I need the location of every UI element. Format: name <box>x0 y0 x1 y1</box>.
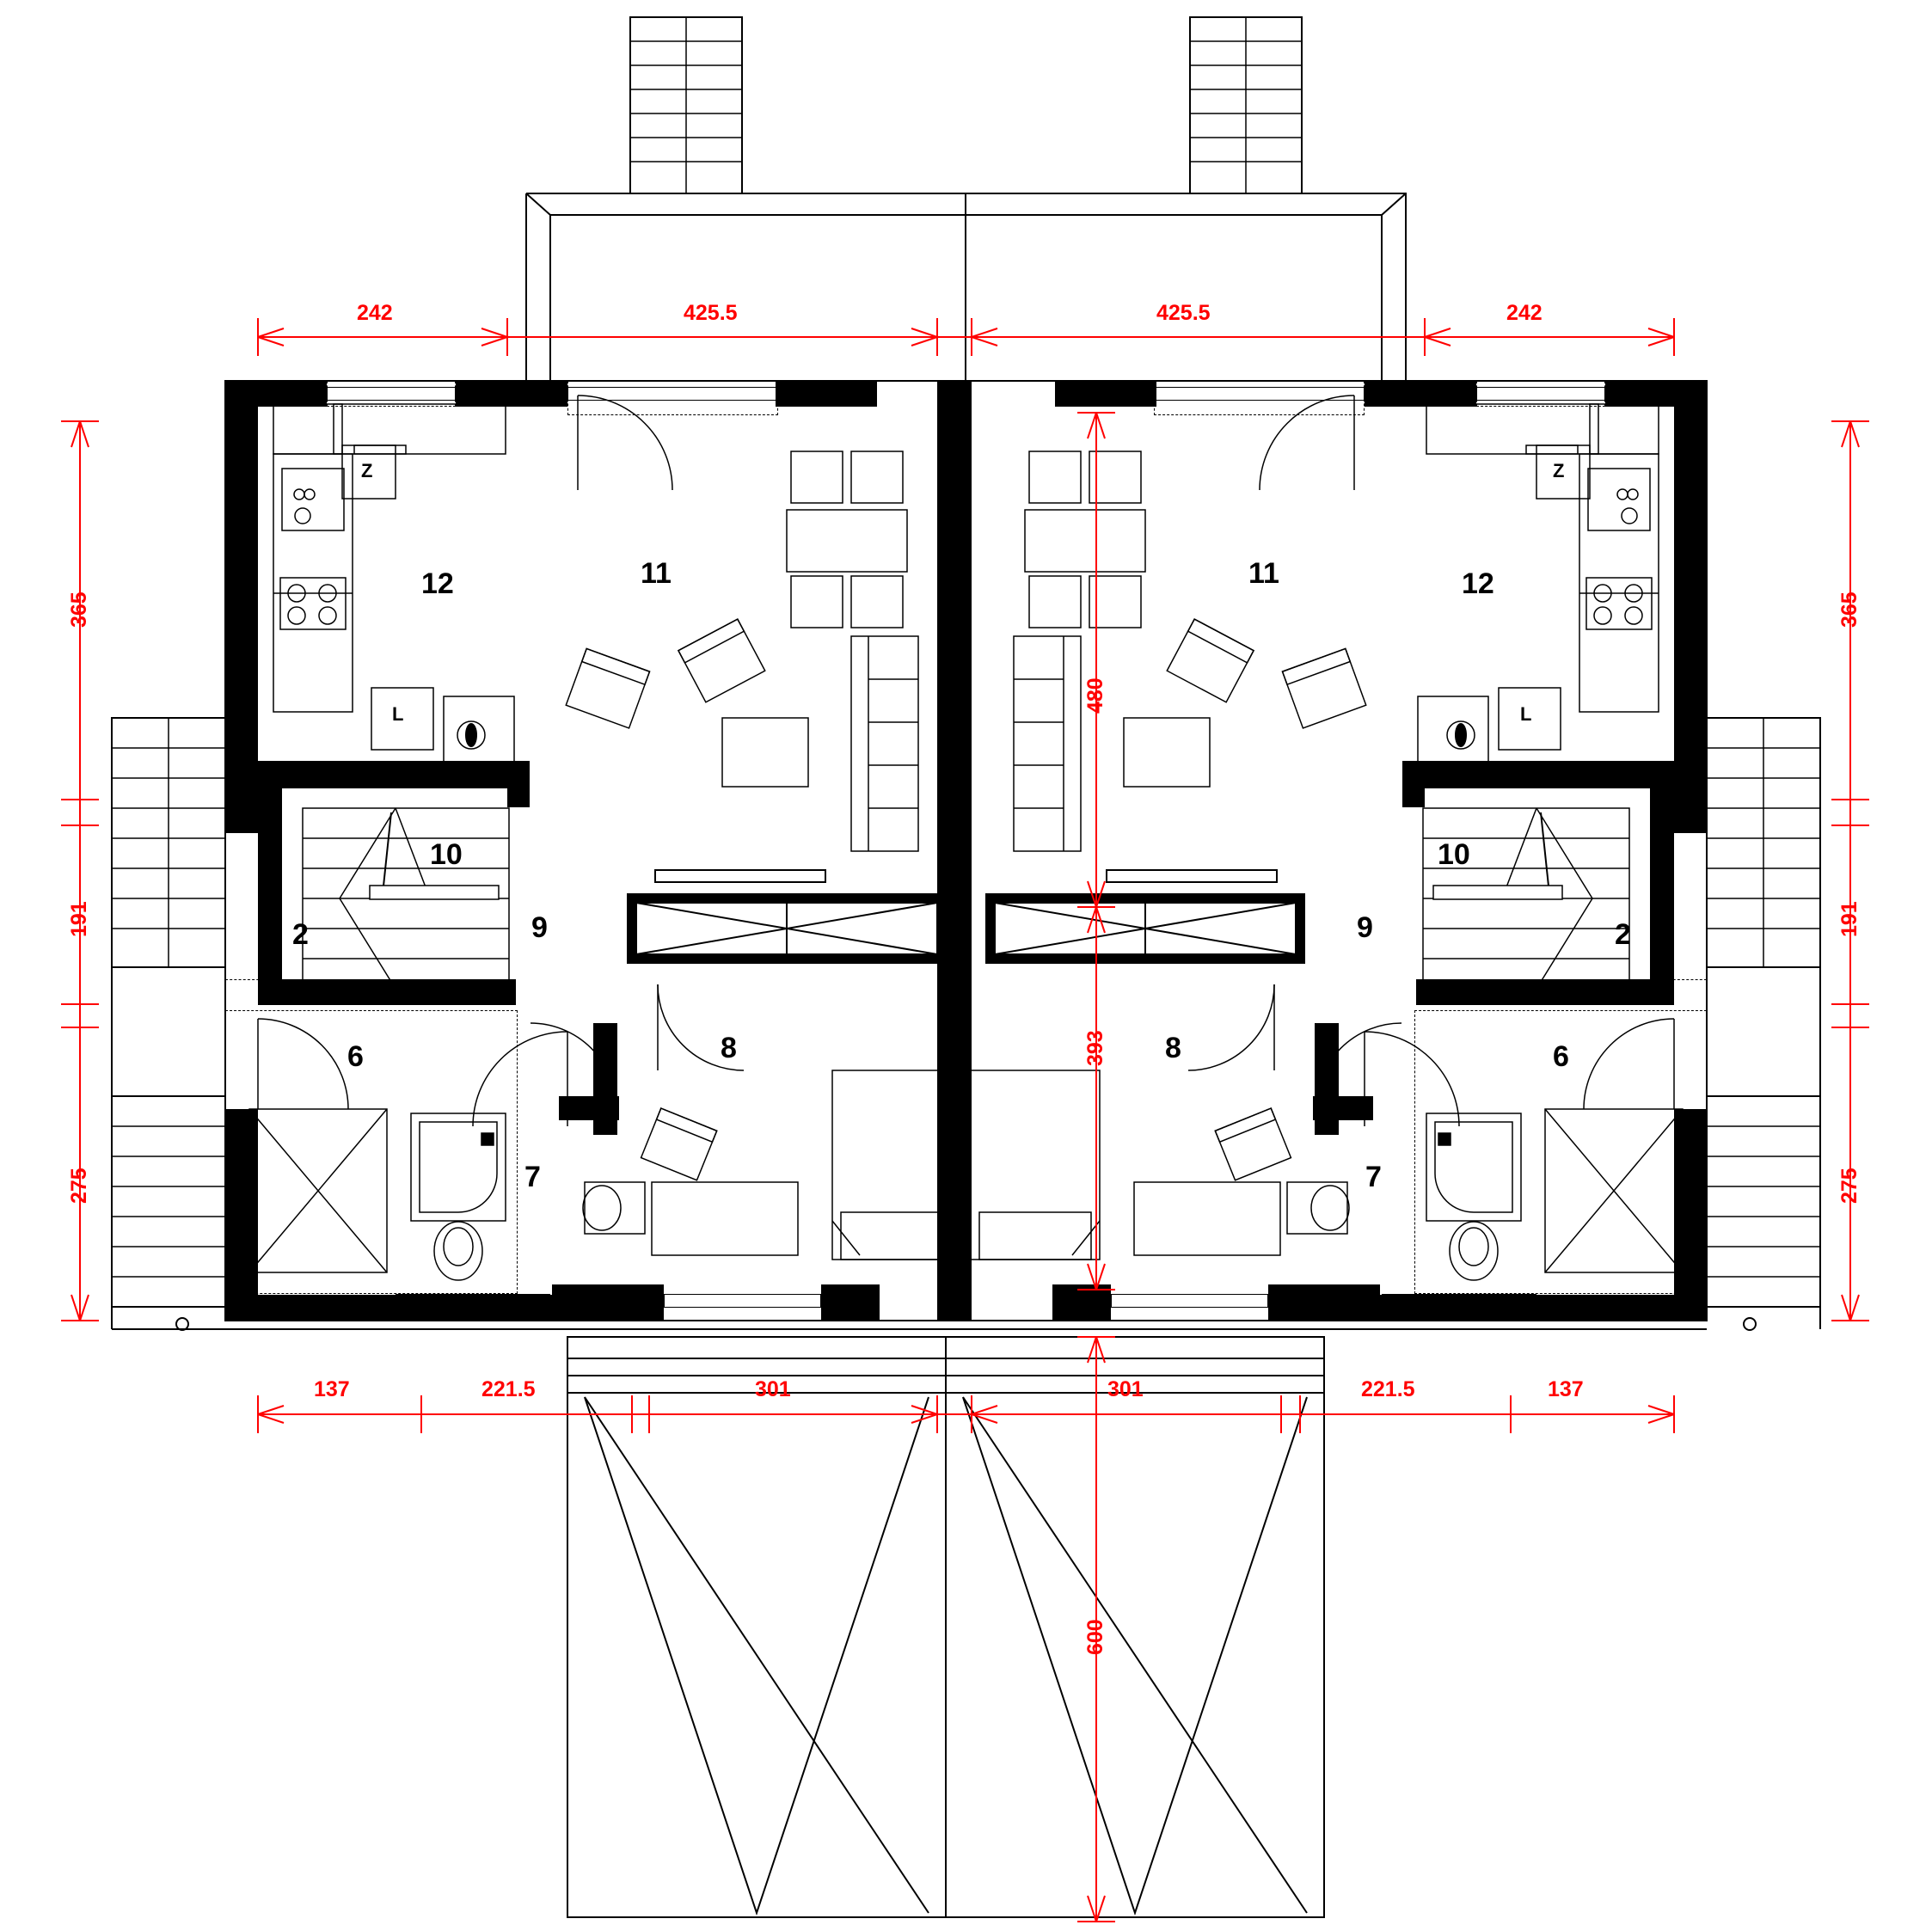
wall-exterior-bottom-right-c <box>1052 1284 1111 1321</box>
wall-exterior-left-2 <box>225 1109 258 1321</box>
window-bottom-left <box>396 1294 550 1308</box>
wall-interior-left-h3 <box>258 979 516 1005</box>
wall-interior-left-v2 <box>507 761 530 807</box>
door-zone-right <box>1154 381 1365 415</box>
dim-top-1: 242 <box>357 301 393 325</box>
dim-bottom-5: 221.5 <box>1361 1377 1415 1401</box>
dim-left-2: 191 <box>67 901 91 937</box>
room-label-7-left: 7 <box>524 1161 541 1193</box>
wall-party-left <box>937 381 972 1321</box>
wall-exterior-bottom-right-b <box>1268 1284 1380 1321</box>
room-label-12-left: 12 <box>421 567 454 600</box>
dim-top-2: 425.5 <box>684 301 738 325</box>
room-label-9-left: 9 <box>531 911 548 944</box>
wall-interior-right-h4 <box>1313 1096 1373 1120</box>
appliance-letter-l-right: L <box>1520 703 1532 725</box>
window-bottom-left-2 <box>664 1294 821 1308</box>
hall-zone-right <box>1414 1010 1707 1294</box>
wall-exterior-bottom-left-c <box>821 1284 880 1321</box>
dim-terrace-600: 600 <box>1083 1619 1107 1655</box>
room-label-10-left: 10 <box>430 838 463 871</box>
dim-bottom-6: 137 <box>1548 1377 1584 1401</box>
dim-right-3: 275 <box>1837 1168 1861 1204</box>
wall-exterior-right-3 <box>1674 785 1707 833</box>
wall-exterior-right-2 <box>1674 1109 1707 1321</box>
room-label-7-right: 7 <box>1365 1161 1382 1193</box>
room-label-12-right: 12 <box>1462 567 1494 600</box>
dim-left-1: 365 <box>67 592 91 628</box>
room-label-2-right: 2 <box>1615 918 1631 951</box>
stair-zone-right <box>1655 800 1707 980</box>
entry-zone-left <box>327 381 456 407</box>
wall-interior-left-v1 <box>258 788 282 979</box>
dim-right-2: 191 <box>1837 901 1861 937</box>
appliance-letter-z-right: Z <box>1553 460 1565 481</box>
dim-right-1: 365 <box>1837 592 1861 628</box>
room-label-2-left: 2 <box>292 918 309 951</box>
wall-exterior-bottom-left-b <box>552 1284 664 1321</box>
wall-interior-right-h3 <box>1416 979 1674 1005</box>
stair-zone-left <box>225 800 277 980</box>
entry-zone-right <box>1476 381 1605 407</box>
hall-zone-left <box>225 1010 518 1294</box>
room-label-6-left: 6 <box>347 1040 364 1073</box>
window-bottom-right-2 <box>1111 1294 1268 1308</box>
wall-exterior-right <box>1674 381 1707 785</box>
dim-top-3: 425.5 <box>1156 301 1211 325</box>
dim-bottom-1: 137 <box>314 1377 350 1401</box>
dim-left-3: 275 <box>67 1168 91 1204</box>
appliance-letter-l-left: L <box>392 703 404 725</box>
dim-top-4: 242 <box>1506 301 1543 325</box>
wall-interior-right-v2 <box>1402 761 1425 807</box>
room-label-9-right: 9 <box>1357 911 1373 944</box>
wall-exterior-left-3 <box>225 785 258 833</box>
room-label-8-left: 8 <box>721 1032 737 1064</box>
room-label-11-left: 11 <box>641 557 672 590</box>
wall-interior-right-v1 <box>1650 788 1674 979</box>
room-label-8-right: 8 <box>1165 1032 1181 1064</box>
wall-exterior-top-left-b <box>456 381 567 407</box>
wall-exterior-top-right-c <box>1055 381 1156 407</box>
appliance-letter-z-left: Z <box>361 460 373 481</box>
wall-interior-left-h4 <box>559 1096 619 1120</box>
dim-interior-393: 393 <box>1083 1030 1107 1066</box>
door-zone-left <box>567 381 778 415</box>
wall-exterior-left <box>225 381 258 785</box>
room-label-6-right: 6 <box>1553 1040 1569 1073</box>
wall-interior-right-h2 <box>1425 761 1605 788</box>
wall-exterior-bottom-left-a <box>225 1295 552 1321</box>
dim-bottom-3: 301 <box>755 1377 791 1401</box>
dim-interior-480: 480 <box>1083 677 1107 714</box>
dim-bottom-2: 221.5 <box>481 1377 536 1401</box>
wall-exterior-top-left-c <box>776 381 877 407</box>
dim-bottom-4: 301 <box>1107 1377 1144 1401</box>
wall-interior-left-h2 <box>327 761 507 788</box>
wall-exterior-bottom-right-a <box>1380 1295 1707 1321</box>
wall-exterior-top-right-b <box>1365 381 1476 407</box>
room-label-10-right: 10 <box>1438 838 1470 871</box>
window-bottom-right <box>1382 1294 1536 1308</box>
room-label-11-right: 11 <box>1248 557 1279 590</box>
